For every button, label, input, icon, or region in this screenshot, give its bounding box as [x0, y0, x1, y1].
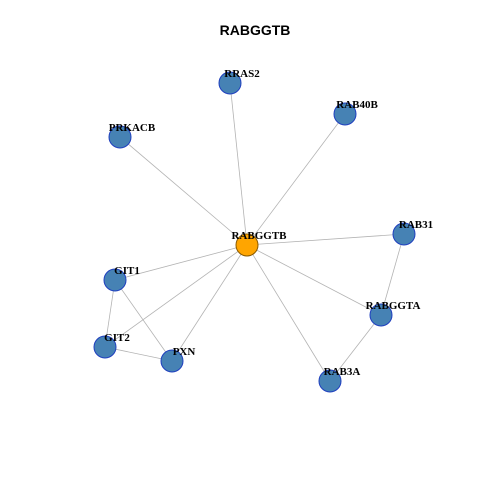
node-git2 — [93, 335, 117, 359]
node-label-rabggta: RABGGTA — [366, 300, 421, 312]
node-prkacb — [108, 125, 132, 149]
node-label-rab40b: RAB40B — [336, 99, 378, 111]
edge-rabggtb-rras2 — [229, 82, 248, 246]
node-rab31 — [392, 222, 416, 246]
node-label-rab31: RAB31 — [399, 219, 433, 231]
edge-rabggtb-git2 — [104, 244, 248, 348]
node-label-rab3a: RAB3A — [324, 366, 361, 378]
node-label-git2: GIT2 — [104, 332, 130, 344]
node-rras2 — [218, 71, 242, 95]
edge-rabggtb-rabggta — [246, 244, 382, 316]
edge-rabggtb-pxn — [171, 244, 248, 362]
edge-rabggtb-rab31 — [246, 233, 405, 246]
node-label-git1: GIT1 — [114, 265, 140, 277]
edge-git1-pxn — [114, 279, 173, 362]
node-rabggtb — [235, 233, 259, 257]
edge-rabggtb-rab40b — [246, 113, 346, 246]
edge-rabggta-rab3a — [329, 314, 382, 382]
node-rab40b — [333, 102, 357, 126]
edge-rab31-rabggta — [380, 233, 405, 316]
node-label-rabggtb: RABGGTB — [231, 230, 287, 242]
node-layer — [93, 71, 416, 393]
edge-rabggtb-git1 — [114, 244, 248, 281]
node-label-prkacb: PRKACB — [109, 122, 156, 134]
diagram-title: RABGGTB — [220, 22, 291, 38]
node-rabggta — [369, 303, 393, 327]
node-git1 — [103, 268, 127, 292]
node-pxn — [160, 349, 184, 373]
node-rab3a — [318, 369, 342, 393]
node-label-pxn: PXN — [173, 346, 196, 358]
edge-rabggtb-prkacb — [119, 136, 248, 246]
node-label-rras2: RRAS2 — [224, 68, 260, 80]
edge-rabggtb-rab3a — [246, 244, 331, 382]
